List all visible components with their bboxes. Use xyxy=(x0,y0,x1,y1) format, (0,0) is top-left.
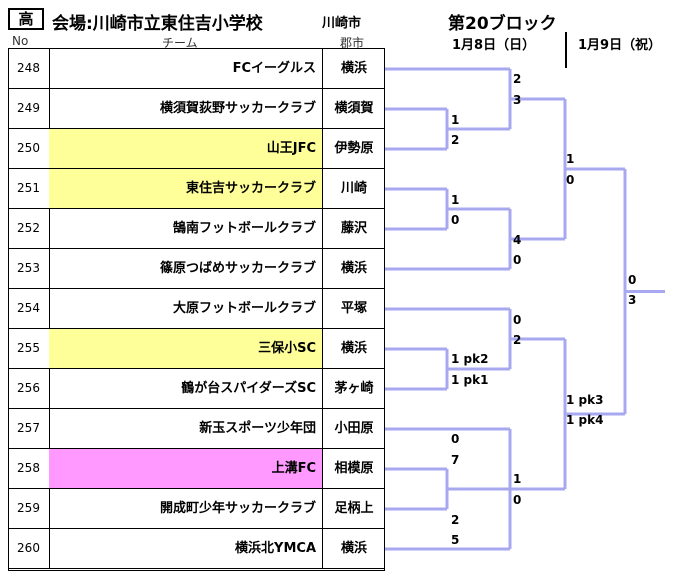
match-score: 3 xyxy=(513,93,522,107)
date-day1: 1月8日（日） xyxy=(452,38,536,53)
venue-city: 川崎市 xyxy=(322,16,362,31)
team-city: 茅ヶ崎 xyxy=(334,381,374,396)
team-city: 横須賀 xyxy=(334,101,374,116)
row-number: 257 xyxy=(8,409,50,448)
team-city: 相模原 xyxy=(334,461,374,476)
row-number: 249 xyxy=(8,89,50,128)
match-score: 0 xyxy=(566,173,575,187)
team-city: 川崎 xyxy=(340,181,367,196)
column-header-team: チーム xyxy=(162,36,198,50)
row-number: 252 xyxy=(8,209,50,248)
team-name: 上溝FC xyxy=(49,449,323,488)
match-score: 1 pk1 xyxy=(451,373,489,387)
match-score: 4 xyxy=(513,233,522,247)
match-score: 1 xyxy=(451,193,460,207)
team-city: 横浜 xyxy=(340,341,367,356)
match-score: 0 xyxy=(628,273,637,287)
team-name: 横浜北YMCA xyxy=(49,529,323,568)
team-name: 開成町少年サッカークラブ xyxy=(49,489,323,528)
team-name: 新玉スポーツ少年団 xyxy=(49,409,323,448)
match-score: 2 xyxy=(451,513,460,527)
match-score: 0 xyxy=(451,432,460,446)
team-city: 横浜 xyxy=(340,61,367,76)
match-score: 1 pk2 xyxy=(451,352,489,366)
team-name: FCイーグルス xyxy=(49,49,323,88)
row-number: 248 xyxy=(8,49,50,88)
team-name: 東住吉サッカークラブ xyxy=(49,169,323,208)
team-city: 足柄上 xyxy=(334,501,374,516)
team-city: 平塚 xyxy=(340,301,367,316)
row-number: 256 xyxy=(8,369,50,408)
team-name: 鶴が台スパイダーズSC xyxy=(49,369,323,408)
team-name: 大原フットボールクラブ xyxy=(49,289,323,328)
match-score: 1 xyxy=(566,152,575,166)
match-score: 3 xyxy=(628,293,637,307)
team-city: 伊勢原 xyxy=(334,141,374,156)
match-score: 2 xyxy=(513,72,522,86)
category-badge: 高 xyxy=(8,8,44,30)
match-score: 1 xyxy=(513,472,522,486)
row-number: 253 xyxy=(8,249,50,288)
row-number: 254 xyxy=(8,289,50,328)
match-score: 0 xyxy=(451,213,460,227)
team-name: 横須賀荻野サッカークラブ xyxy=(49,89,323,128)
match-score: 0 xyxy=(513,253,522,267)
block-title: 第20ブロック xyxy=(448,14,557,34)
team-city: 小田原 xyxy=(334,421,374,436)
row-number: 260 xyxy=(8,529,50,568)
match-score: 0 xyxy=(513,313,522,327)
team-city: 藤沢 xyxy=(340,221,367,236)
team-city: 横浜 xyxy=(340,541,367,556)
match-score: 1 pk4 xyxy=(566,413,604,427)
match-score: 2 xyxy=(451,133,460,147)
team-city: 横浜 xyxy=(340,261,367,276)
match-score: 1 xyxy=(451,113,460,127)
match-score: 0 xyxy=(513,493,522,507)
row-number: 259 xyxy=(8,489,50,528)
date-day2: 1月9日（祝） xyxy=(578,38,662,53)
match-score: 2 xyxy=(513,333,522,347)
team-name: 山王JFC xyxy=(49,129,323,168)
match-score: 7 xyxy=(451,453,460,467)
team-name: 三保小SC xyxy=(49,329,323,368)
date-divider xyxy=(565,32,567,68)
team-table xyxy=(8,48,385,571)
match-score: 1 pk3 xyxy=(566,393,604,407)
column-header-city: 郡市 xyxy=(340,36,365,50)
team-name: 鵠南フットボールクラブ xyxy=(49,209,323,248)
venue-title: 会場:川崎市立東住吉小学校 xyxy=(52,14,263,34)
match-score: 5 xyxy=(451,533,460,547)
column-header-no: No xyxy=(12,34,29,48)
team-name: 篠原つばめサッカークラブ xyxy=(49,249,323,288)
